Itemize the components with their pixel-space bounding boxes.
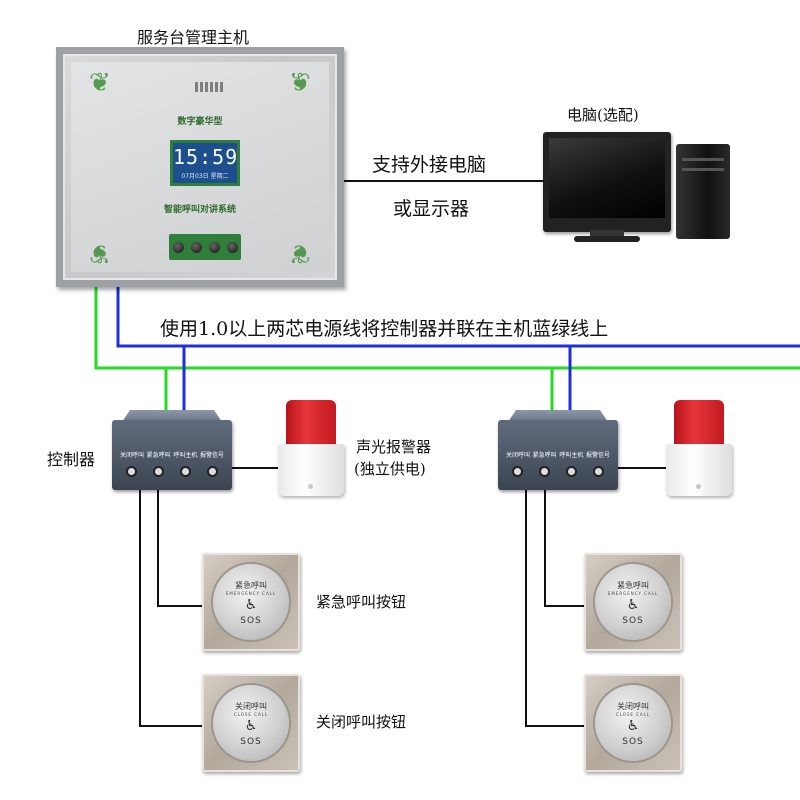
floral-ornament-icon: ❦ [89,238,111,268]
computer-tower [676,144,730,239]
wheelchair-icon: ♿ [244,718,258,734]
drive-slot [682,168,724,171]
alarm-label-line1: 声光报警器 [356,438,432,456]
close-call-button-right: 关闭呼叫 CLOSE CALL ♿ SOS [584,674,682,772]
alarm-strobe [286,400,336,446]
alarm-led [696,484,701,489]
monitor-stand [590,230,624,238]
button-disc: 关闭呼叫 CLOSE CALL ♿ SOS [213,685,289,761]
button-disc: 关闭呼叫 CLOSE CALL ♿ SOS [595,685,671,761]
link-label-line1: 支持外接电脑 [372,154,487,176]
terminal-knob [207,466,218,477]
right-close-wire [525,490,586,727]
controller-col-label: 关闭呼叫 [506,452,531,459]
controller-right: 关闭呼叫 紧急呼叫 呼叫主机 报警信号 [498,410,618,490]
controller-face: 关闭呼叫 紧急呼叫 呼叫主机 报警信号 [112,420,232,490]
button-cn-text: 关闭呼叫 [235,702,267,711]
button-sos-text: SOS [622,737,644,747]
host-knob [226,241,238,253]
drive-slot [682,158,724,161]
button-cn-text: 紧急呼叫 [235,581,267,590]
wheelchair-icon: ♿ [626,597,640,613]
host-clock: 15:59 [173,145,239,169]
terminal-knob [593,466,604,477]
computer-monitor [543,132,671,232]
alarm-body [278,444,344,496]
controller-terminals [512,466,604,477]
controller-col-label: 报警信号 [199,452,224,459]
button-cn-text: 紧急呼叫 [617,581,649,590]
alarm-right [666,400,732,496]
button-en-text: EMERGENCY CALL [225,591,277,596]
close-button-label: 关闭呼叫按钮 [316,713,407,731]
link-label-line2: 或显示器 [393,198,470,220]
host-display: 15:59 07月03日 星期二 [170,140,240,186]
alarm-strobe [674,400,724,446]
speaker-grille [195,82,225,92]
power-note: 使用1.0以上两芯电源线将控制器并联在主机蓝绿线上 [160,318,609,340]
controller-top [508,410,608,422]
button-sos-text: SOS [240,737,262,747]
host-system-name: 智能呼叫对讲系统 [163,205,236,215]
controller-col-label: 报警信号 [585,452,610,459]
button-disc: 紧急呼叫 EMERGENCY CALL ♿ SOS [213,564,289,640]
host-knob [190,241,202,253]
controller-left: 关闭呼叫 紧急呼叫 呼叫主机 报警信号 [112,410,232,490]
button-en-text: EMERGENCY CALL [607,591,659,596]
host-keypad [169,234,241,260]
left-close-wire [139,490,204,727]
left-emergency-wire [157,490,204,607]
floral-ornament-icon: ❦ [289,238,311,268]
controller-col-label: 紧急呼叫 [532,452,557,459]
right-emergency-wire [544,490,586,607]
alarm-led [308,484,313,489]
controller-col-label: 呼叫主机 [173,452,198,459]
button-disc: 紧急呼叫 EMERGENCY CALL ♿ SOS [595,564,671,640]
close-call-button-left: 关闭呼叫 CLOSE CALL ♿ SOS [202,674,300,772]
computer-label: 电脑(选配) [567,106,639,124]
blue-bus-wire [116,287,800,348]
controller-labels: 关闭呼叫 紧急呼叫 呼叫主机 报警信号 [120,450,224,459]
monitor-screen [549,138,665,218]
host-date: 07月03日 星期二 [181,173,229,180]
host-model: 数字豪华型 [177,117,223,127]
alarm-left [278,400,344,496]
host-panel-face: ❦ ❦ ❦ ❦ 数字豪华型 15:59 07月03日 星期二 智能呼叫对讲系统 [71,62,329,272]
controller-labels: 关闭呼叫 紧急呼叫 呼叫主机 报警信号 [506,450,610,459]
green-bus-wire [94,287,800,370]
alarm-label-line2: (独立供电) [354,460,426,478]
controller-face: 关闭呼叫 紧急呼叫 呼叫主机 报警信号 [498,420,618,490]
button-sos-text: SOS [240,616,262,626]
emergency-button-label: 紧急呼叫按钮 [316,593,407,611]
alarm-body [666,444,732,496]
controller-col-label: 关闭呼叫 [120,452,145,459]
terminal-knob [153,466,164,477]
button-cn-text: 关闭呼叫 [617,702,649,711]
terminal-knob [180,466,191,477]
host-knob [208,241,220,253]
wheelchair-icon: ♿ [626,718,640,734]
controller-col-label: 呼叫主机 [559,452,584,459]
wheelchair-icon: ♿ [244,597,258,613]
controller-top [122,410,222,422]
terminal-knob [126,466,137,477]
button-sos-text: SOS [622,616,644,626]
host-panel: ❦ ❦ ❦ ❦ 数字豪华型 15:59 07月03日 星期二 智能呼叫对讲系统 [56,47,344,287]
floral-ornament-icon: ❦ [89,68,111,98]
controller-label: 控制器 [47,450,96,469]
button-en-text: CLOSE CALL [233,712,269,717]
floral-ornament-icon: ❦ [289,68,311,98]
monitor-base [574,236,640,242]
terminal-knob [512,466,523,477]
host-knob [172,241,184,253]
emergency-call-button-right: 紧急呼叫 EMERGENCY CALL ♿ SOS [584,553,682,651]
emergency-call-button-left: 紧急呼叫 EMERGENCY CALL ♿ SOS [202,553,300,651]
button-en-text: CLOSE CALL [615,712,651,717]
host-title: 服务台管理主机 [137,28,250,47]
terminal-knob [539,466,550,477]
controller-terminals [126,466,218,477]
controller-col-label: 紧急呼叫 [146,452,171,459]
terminal-knob [566,466,577,477]
